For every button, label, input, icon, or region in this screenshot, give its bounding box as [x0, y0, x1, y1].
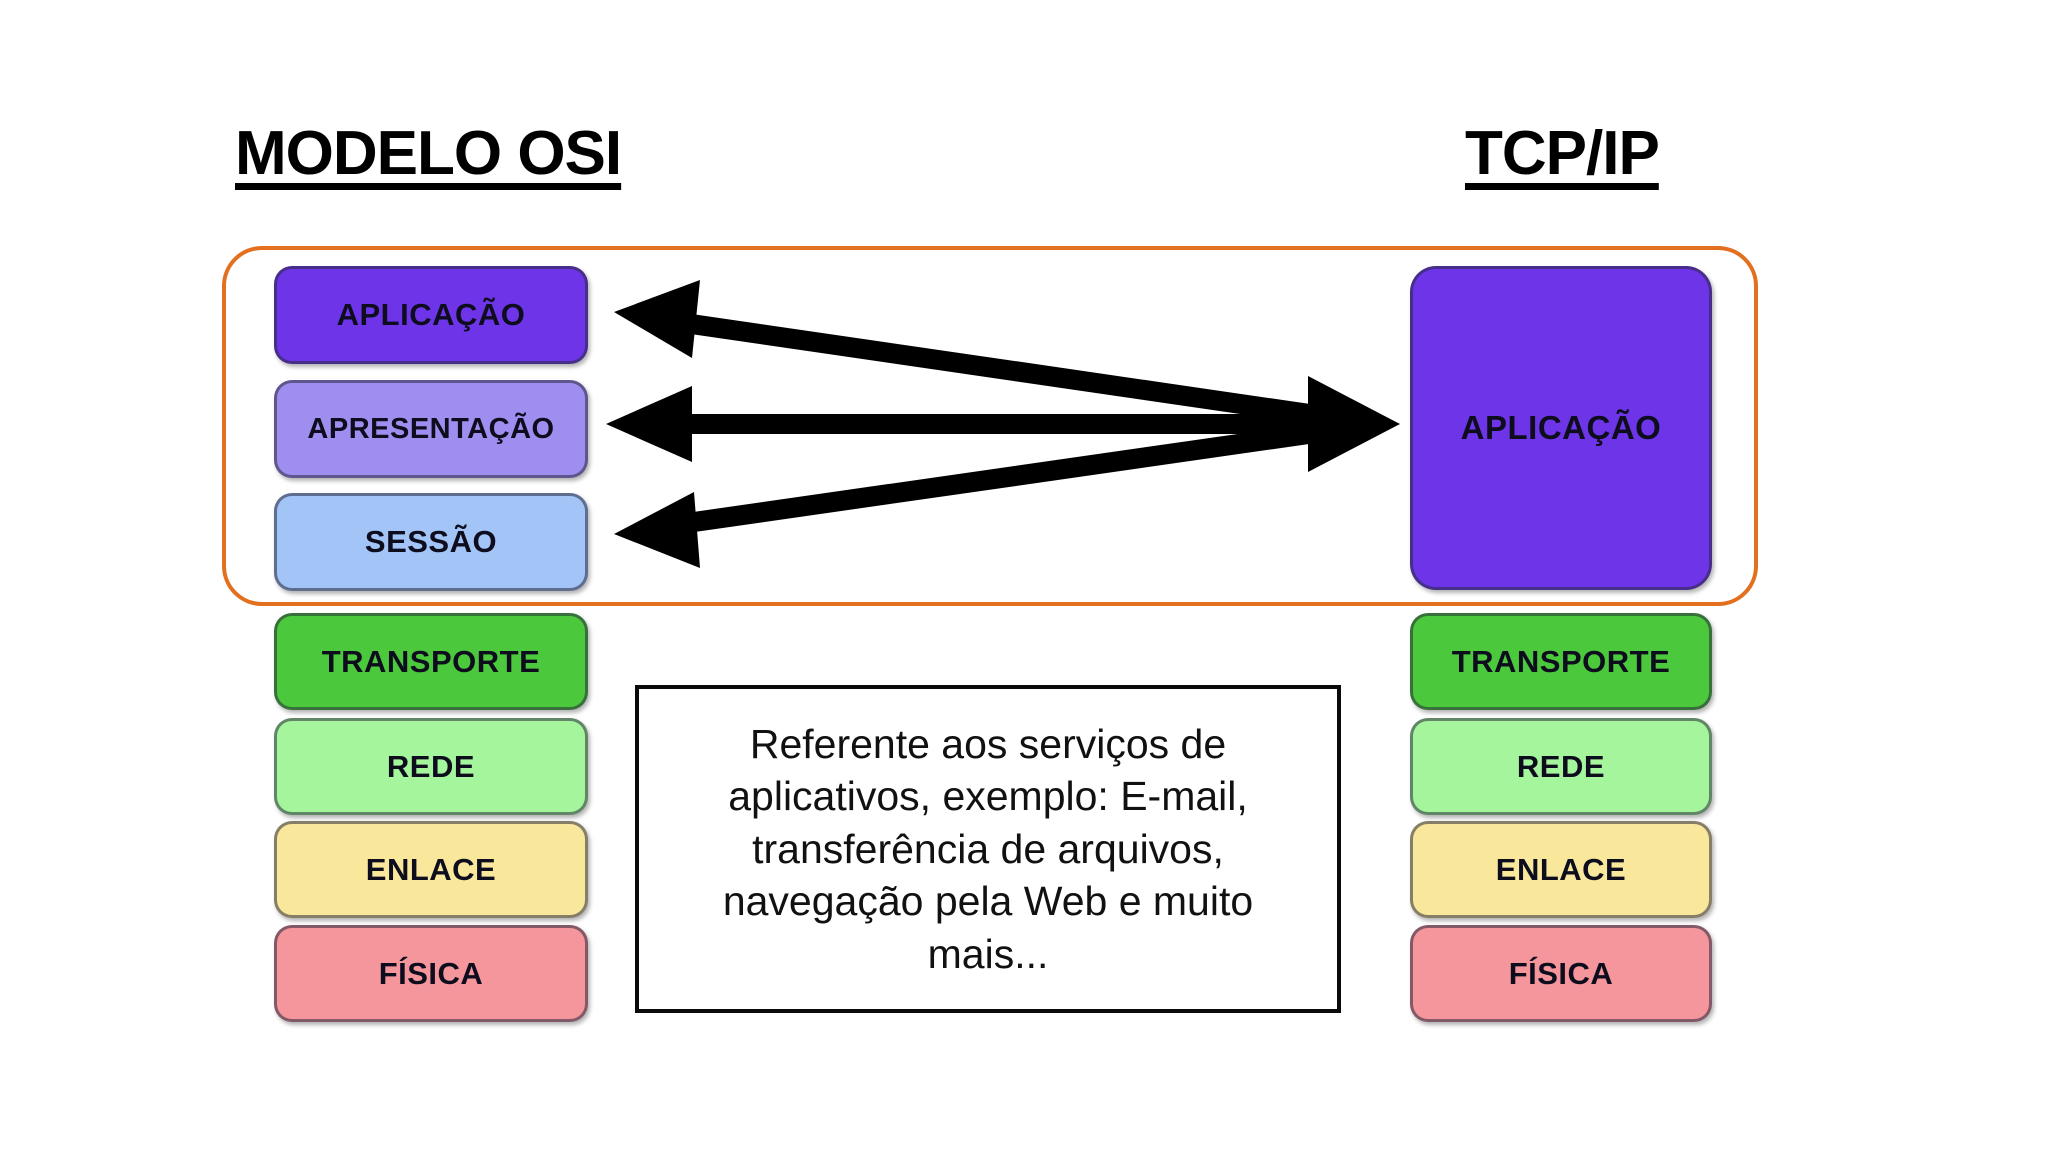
callout-box: Referente aos serviços de aplicativos, e… [635, 685, 1341, 1013]
osi-layer-apresentacao[interactable]: APRESENTAÇÃO [274, 380, 588, 478]
callout-text: Referente aos serviços de aplicativos, e… [722, 720, 1254, 977]
osi-layer-enlace[interactable]: ENLACE [274, 821, 588, 918]
tcpip-layer-aplicacao[interactable]: APLICAÇÃO [1410, 266, 1712, 590]
tcpip-layer-enlace[interactable]: ENLACE [1410, 821, 1712, 918]
osi-column-title: MODELO OSI [235, 119, 622, 188]
application-grouping-frame [222, 246, 1758, 606]
tcpip-layer-transporte[interactable]: TRANSPORTE [1410, 613, 1712, 710]
tcpip-layer-rede[interactable]: REDE [1410, 718, 1712, 815]
osi-layer-aplicacao[interactable]: APLICAÇÃO [274, 266, 588, 364]
osi-layer-sessao[interactable]: SESSÃO [274, 493, 588, 591]
tcpip-column-title: TCP/IP [1465, 119, 1660, 188]
osi-layer-rede[interactable]: REDE [274, 718, 588, 815]
tcpip-layer-fisica[interactable]: FÍSICA [1410, 925, 1712, 1022]
osi-layer-fisica[interactable]: FÍSICA [274, 925, 588, 1022]
osi-layer-transporte[interactable]: TRANSPORTE [274, 613, 588, 710]
